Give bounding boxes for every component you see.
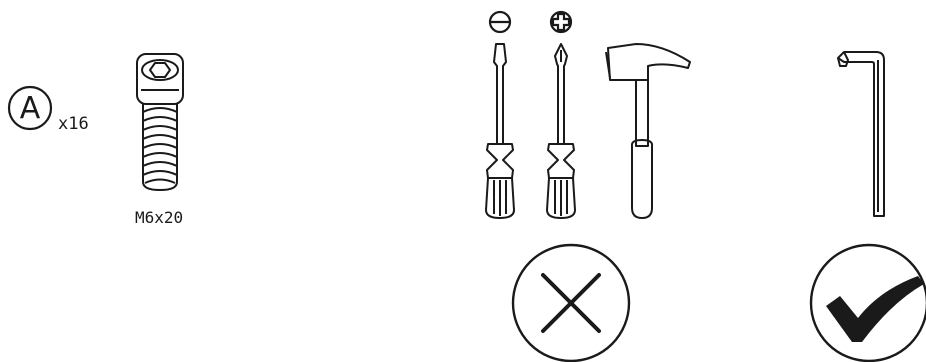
hex-key-icon	[837, 51, 885, 217]
phillips-screwdriver-icon	[546, 43, 576, 219]
slotted-tip-icon	[488, 10, 512, 34]
cross-icon	[511, 243, 631, 362]
part-quantity-label: x16	[58, 114, 89, 134]
flathead-screwdriver-icon	[485, 43, 515, 219]
hammer-icon	[605, 43, 691, 219]
checkmark-icon	[809, 243, 926, 362]
part-letter-circle	[7, 85, 53, 131]
screw-size-label: M6x20	[135, 208, 184, 227]
hex-socket-cap-screw-icon	[136, 53, 184, 191]
part-letter-label: A	[19, 90, 41, 126]
phillips-tip-icon	[549, 10, 573, 34]
